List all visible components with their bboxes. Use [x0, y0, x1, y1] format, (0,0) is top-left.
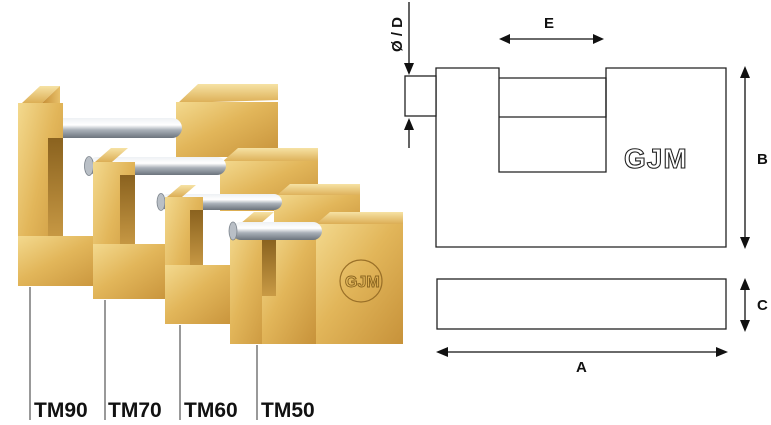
dimension-label-e: E — [544, 15, 554, 32]
dimension-arrow-a — [436, 347, 728, 357]
padlock-tm90 — [18, 84, 278, 286]
dimension-label-c: C — [757, 297, 768, 314]
drawing-brand: GJM — [624, 143, 688, 174]
leader-lines — [29, 287, 258, 420]
dimension-label-diameter: Ø / D — [389, 17, 406, 52]
technical-drawing — [404, 67, 727, 330]
dimension-arrow-c — [740, 278, 750, 332]
dimension-arrow-b — [740, 66, 750, 249]
shackle-pin — [404, 75, 437, 117]
front-view-body — [435, 67, 727, 248]
dimension-label-b: B — [757, 151, 768, 168]
dimension-arrow-diameter — [404, 2, 414, 148]
padlock-group: GJM GJM — [18, 84, 403, 344]
dimension-arrows — [404, 2, 750, 357]
padlock-tm50: GJM — [228, 212, 403, 344]
dimension-arrow-e — [499, 34, 604, 44]
shackle-bar — [499, 77, 607, 118]
dimension-label-a: A — [576, 359, 587, 376]
bottom-view-body — [436, 278, 727, 330]
model-label-tm90: TM90 — [34, 399, 88, 422]
model-label-tm60: TM60 — [184, 399, 238, 422]
model-label-tm50: TM50 — [261, 399, 315, 422]
engraved-brand-tm50: GJM — [345, 274, 380, 291]
brand-seal-tm50 — [339, 259, 383, 303]
model-label-tm70: TM70 — [108, 399, 162, 422]
